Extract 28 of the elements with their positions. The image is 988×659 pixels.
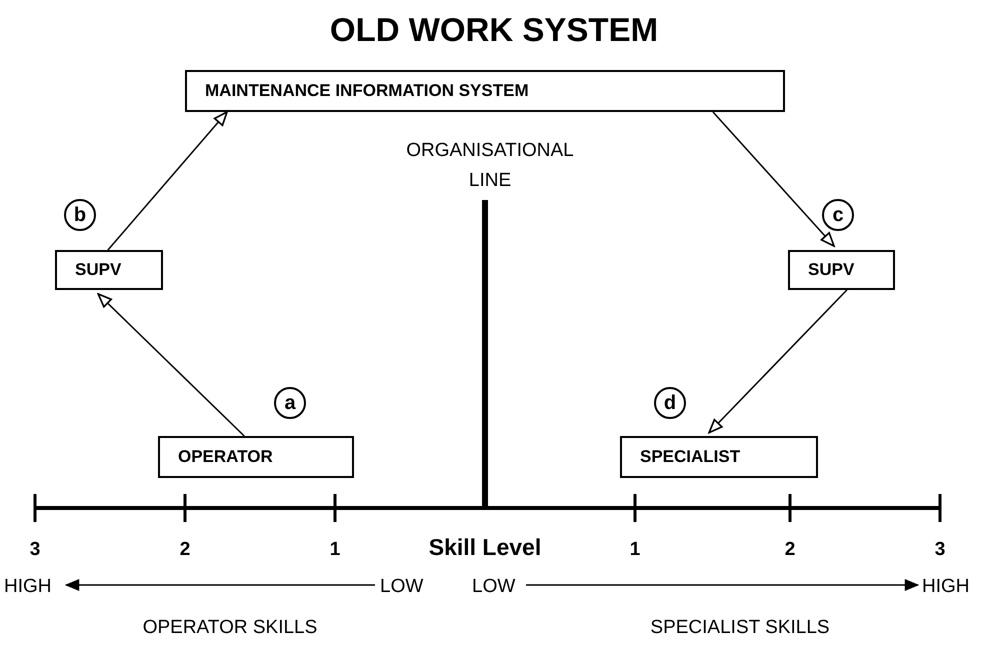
label-box: SUPV xyxy=(55,250,163,290)
scale-end-label: LOW xyxy=(472,575,516,599)
circled-letter: c xyxy=(822,199,854,231)
scale-caption: OPERATOR SKILLS xyxy=(142,616,318,640)
scale-end-label: HIGH xyxy=(4,575,52,599)
circled-letter: d xyxy=(654,387,686,419)
scale-caption: SPECIALIST SKILLS xyxy=(649,616,831,640)
tick-label: 3 xyxy=(934,538,946,562)
tick-label: 3 xyxy=(28,538,42,562)
tick-label: 2 xyxy=(784,538,796,562)
label-box: OPERATOR xyxy=(158,436,354,478)
axis-title: Skill Level xyxy=(428,533,542,562)
arrow xyxy=(708,289,848,434)
label-box: SPECIALIST xyxy=(620,436,818,478)
label-box: MAINTENANCE INFORMATION SYSTEM xyxy=(185,70,785,112)
tick-label: 1 xyxy=(628,538,642,562)
title: OLD WORK SYSTEM xyxy=(328,10,660,50)
scale-end-label: LOW xyxy=(380,575,424,599)
tick-label: 1 xyxy=(328,538,342,562)
line-label: ORGANISATIONAL LINE xyxy=(405,139,575,193)
scale-end-label: HIGH xyxy=(922,575,970,599)
arrow xyxy=(107,111,228,250)
tick-label: 2 xyxy=(178,538,192,562)
arrow xyxy=(97,293,245,437)
arrow xyxy=(712,112,835,247)
circled-letter: a xyxy=(274,387,306,419)
circled-letter: b xyxy=(64,199,96,231)
label-box: SUPV xyxy=(788,250,895,290)
